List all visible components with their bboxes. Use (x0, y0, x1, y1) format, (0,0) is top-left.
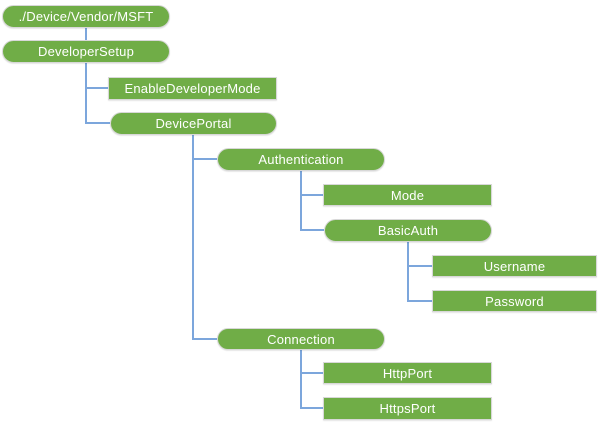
node-basicauth: BasicAuth (324, 219, 492, 242)
connector-connection-trunk (300, 350, 302, 409)
connector-authentication-basicauth (300, 229, 324, 231)
connector-connection-httpport (300, 372, 323, 374)
node-deviceportal: DevicePortal (110, 112, 277, 135)
connector-authentication-trunk (300, 171, 302, 231)
connector-basicauth-username (407, 265, 432, 267)
connector-deviceportal-connection (192, 338, 217, 340)
node-httpsport: HttpsPort (323, 397, 492, 420)
node-enabledevelopermode: EnableDeveloperMode (108, 77, 277, 100)
node-authentication: Authentication (217, 148, 385, 171)
node-username: Username (432, 255, 597, 277)
connector-connection-httpsport (300, 407, 323, 409)
connector-developersetup-enabledevelopermode (85, 87, 108, 89)
connector-developersetup-trunk (85, 63, 87, 124)
connector-deviceportal-trunk (192, 135, 194, 339)
node-httpport: HttpPort (323, 362, 492, 384)
node-connection: Connection (217, 328, 385, 350)
connector-developersetup-deviceportal (85, 122, 110, 124)
connector-authentication-mode (300, 194, 323, 196)
connector-deviceportal-authentication (192, 158, 217, 160)
node-password: Password (432, 290, 597, 312)
connector-basicauth-password (407, 300, 432, 302)
node-developersetup: DeveloperSetup (2, 40, 170, 63)
node-device-vendor-msft: ./Device/Vendor/MSFT (2, 5, 170, 28)
node-mode: Mode (323, 184, 492, 206)
connector-root-developersetup (85, 28, 87, 40)
connector-basicauth-trunk (407, 242, 409, 301)
